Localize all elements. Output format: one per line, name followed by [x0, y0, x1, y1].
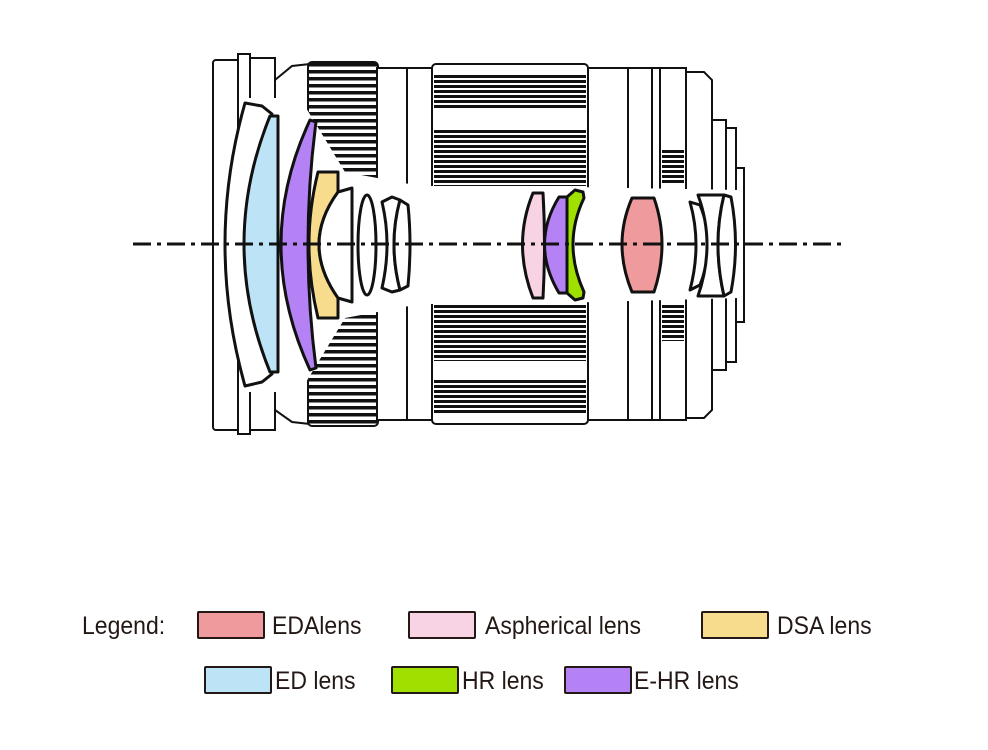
legend-label-eda: EDAlens: [272, 612, 362, 640]
legend-swatch-aspherical: [408, 611, 476, 639]
legend-swatch-dsa: [701, 611, 769, 639]
legend-label-dsa: DSA lens: [777, 612, 872, 640]
eda-lens: [620, 196, 664, 294]
lens-element-5: [317, 186, 354, 304]
legend-swatch-ed: [204, 666, 272, 694]
legend-label-hr: HR lens: [462, 667, 544, 695]
lens-cross-section-diagram: [133, 53, 845, 435]
e-hr-lens-front: [279, 118, 318, 372]
legend-label-aspherical: Aspherical lens: [485, 612, 641, 640]
legend-swatch-eda: [197, 611, 265, 639]
legend-swatch-hr: [391, 666, 459, 694]
legend-title: Legend:: [82, 612, 166, 640]
legend-label-e-hr: E-HR lens: [634, 667, 739, 695]
legend-swatch-e-hr: [564, 666, 632, 694]
legend-label-ed: ED lens: [275, 667, 356, 695]
lens-element-8: [392, 198, 412, 292]
hr-lens: [565, 188, 586, 302]
